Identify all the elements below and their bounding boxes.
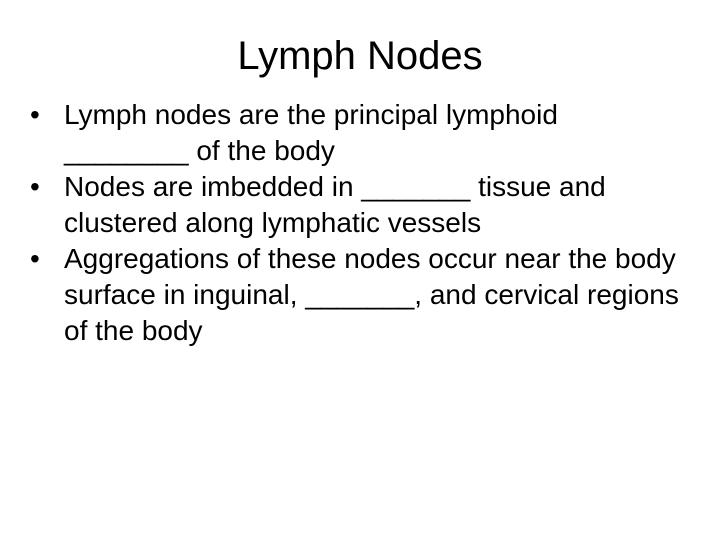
bullet-text: Aggregations of these nodes occur near t…	[64, 243, 679, 346]
bullet-marker: •	[30, 171, 40, 202]
bullet-marker: •	[30, 99, 40, 130]
bullet-item: • Aggregations of these nodes occur near…	[28, 241, 688, 349]
bullet-item: • Nodes are imbedded in _______ tissue a…	[28, 169, 688, 241]
bullet-text: Nodes are imbedded in _______ tissue and…	[64, 171, 606, 238]
bullet-list: • Lymph nodes are the principal lymphoid…	[28, 97, 688, 349]
bullet-text: Lymph nodes are the principal lymphoid _…	[64, 99, 558, 166]
slide-title: Lymph Nodes	[237, 34, 483, 78]
bullet-marker: •	[30, 243, 40, 274]
bullet-item: • Lymph nodes are the principal lymphoid…	[28, 97, 688, 169]
